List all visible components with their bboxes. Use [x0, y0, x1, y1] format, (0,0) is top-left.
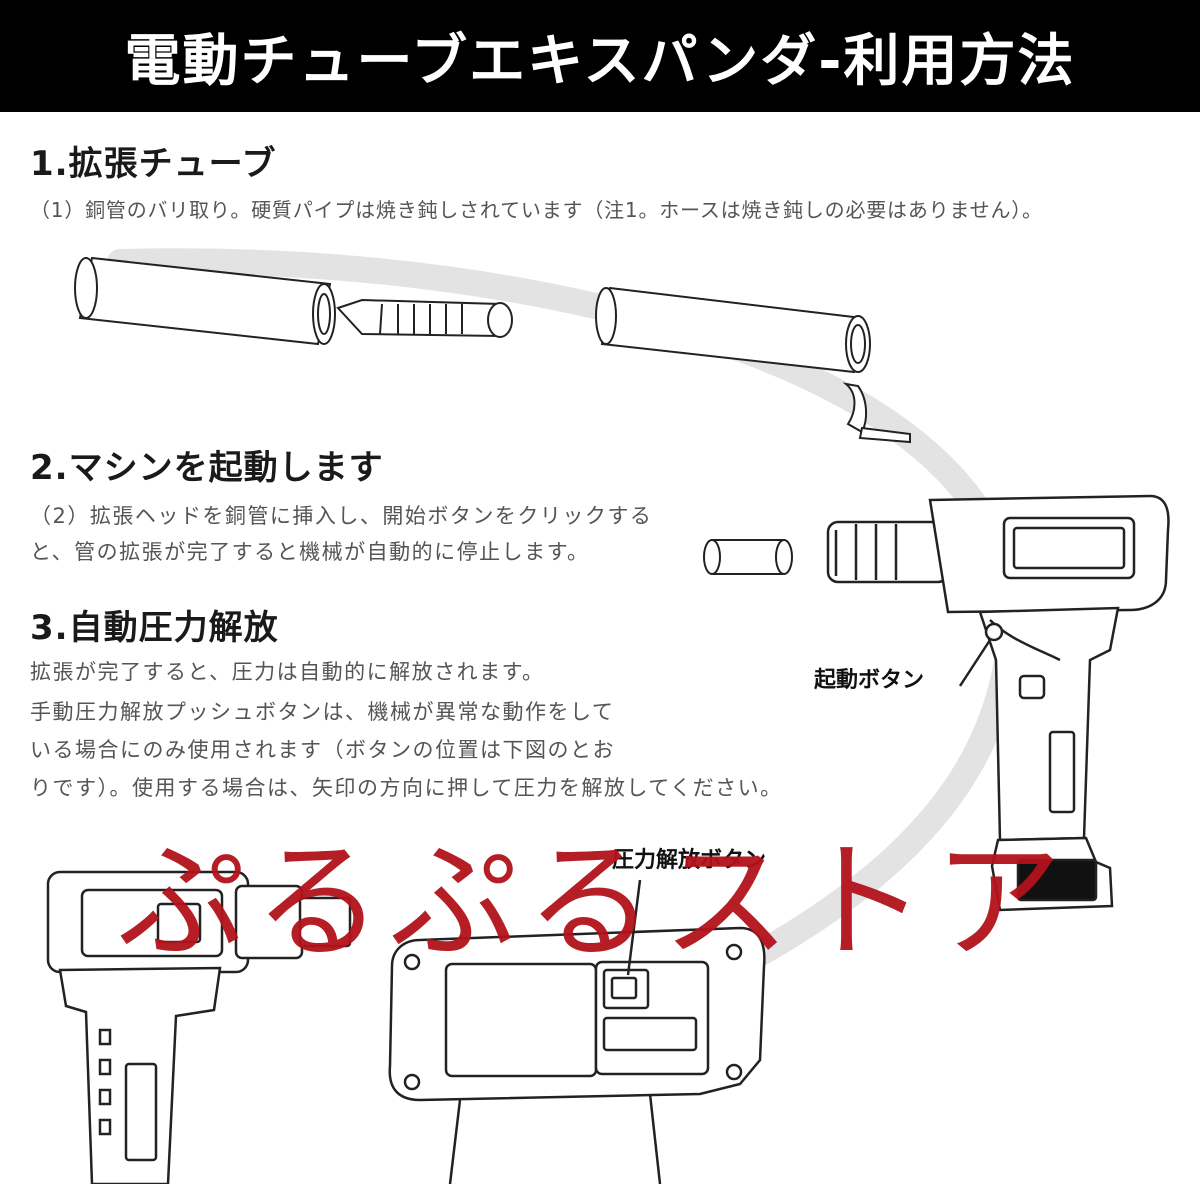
step1-heading: 1.拡張チューブ: [30, 144, 277, 184]
step2-text-line1: （2）拡張ヘッドを銅管に挿入し、開始ボタンをクリックする: [30, 504, 653, 528]
step3-text-line2: 手動圧力解放プッシュボタンは、機械が異常な動作をして: [30, 700, 615, 724]
step3-text-line1: 拡張が完了すると、圧力は自動的に解放されます。: [30, 660, 545, 684]
step3-text-line3: いる場合にのみ使用されます（ボタンの位置は下図のとお: [30, 738, 615, 762]
small-tube: [703, 539, 793, 575]
step1-text: （1）銅管のバリ取り。硬質パイプは焼き鈍しされています（注1。ホースは焼き鈍しの…: [30, 198, 1043, 222]
step3-heading: 3.自動圧力解放: [30, 608, 279, 648]
deburr-tool: [842, 382, 911, 444]
step3-text-line4: りです）。使用する場合は、矢印の方向に押して圧力を解放してください。: [30, 776, 783, 800]
expander-machine-side: [826, 494, 1170, 912]
banner-title: 電動チューブエキスパンダ-利用方法: [0, 0, 1200, 112]
expander-machine-closeup: [388, 879, 766, 1184]
expander-machine-front: [46, 870, 352, 1184]
expander-head: [336, 298, 513, 338]
step2-text-line2: と、管の拡張が完了すると機械が自動的に停止します。: [30, 540, 590, 564]
copper-tube-short: [595, 286, 871, 374]
start-button-callout: 起動ボタン: [814, 668, 925, 693]
step2-heading: 2.マシンを起動します: [30, 448, 384, 488]
release-button-callout: 圧力解放ボタン: [612, 848, 767, 873]
copper-tube-long: [74, 256, 336, 346]
